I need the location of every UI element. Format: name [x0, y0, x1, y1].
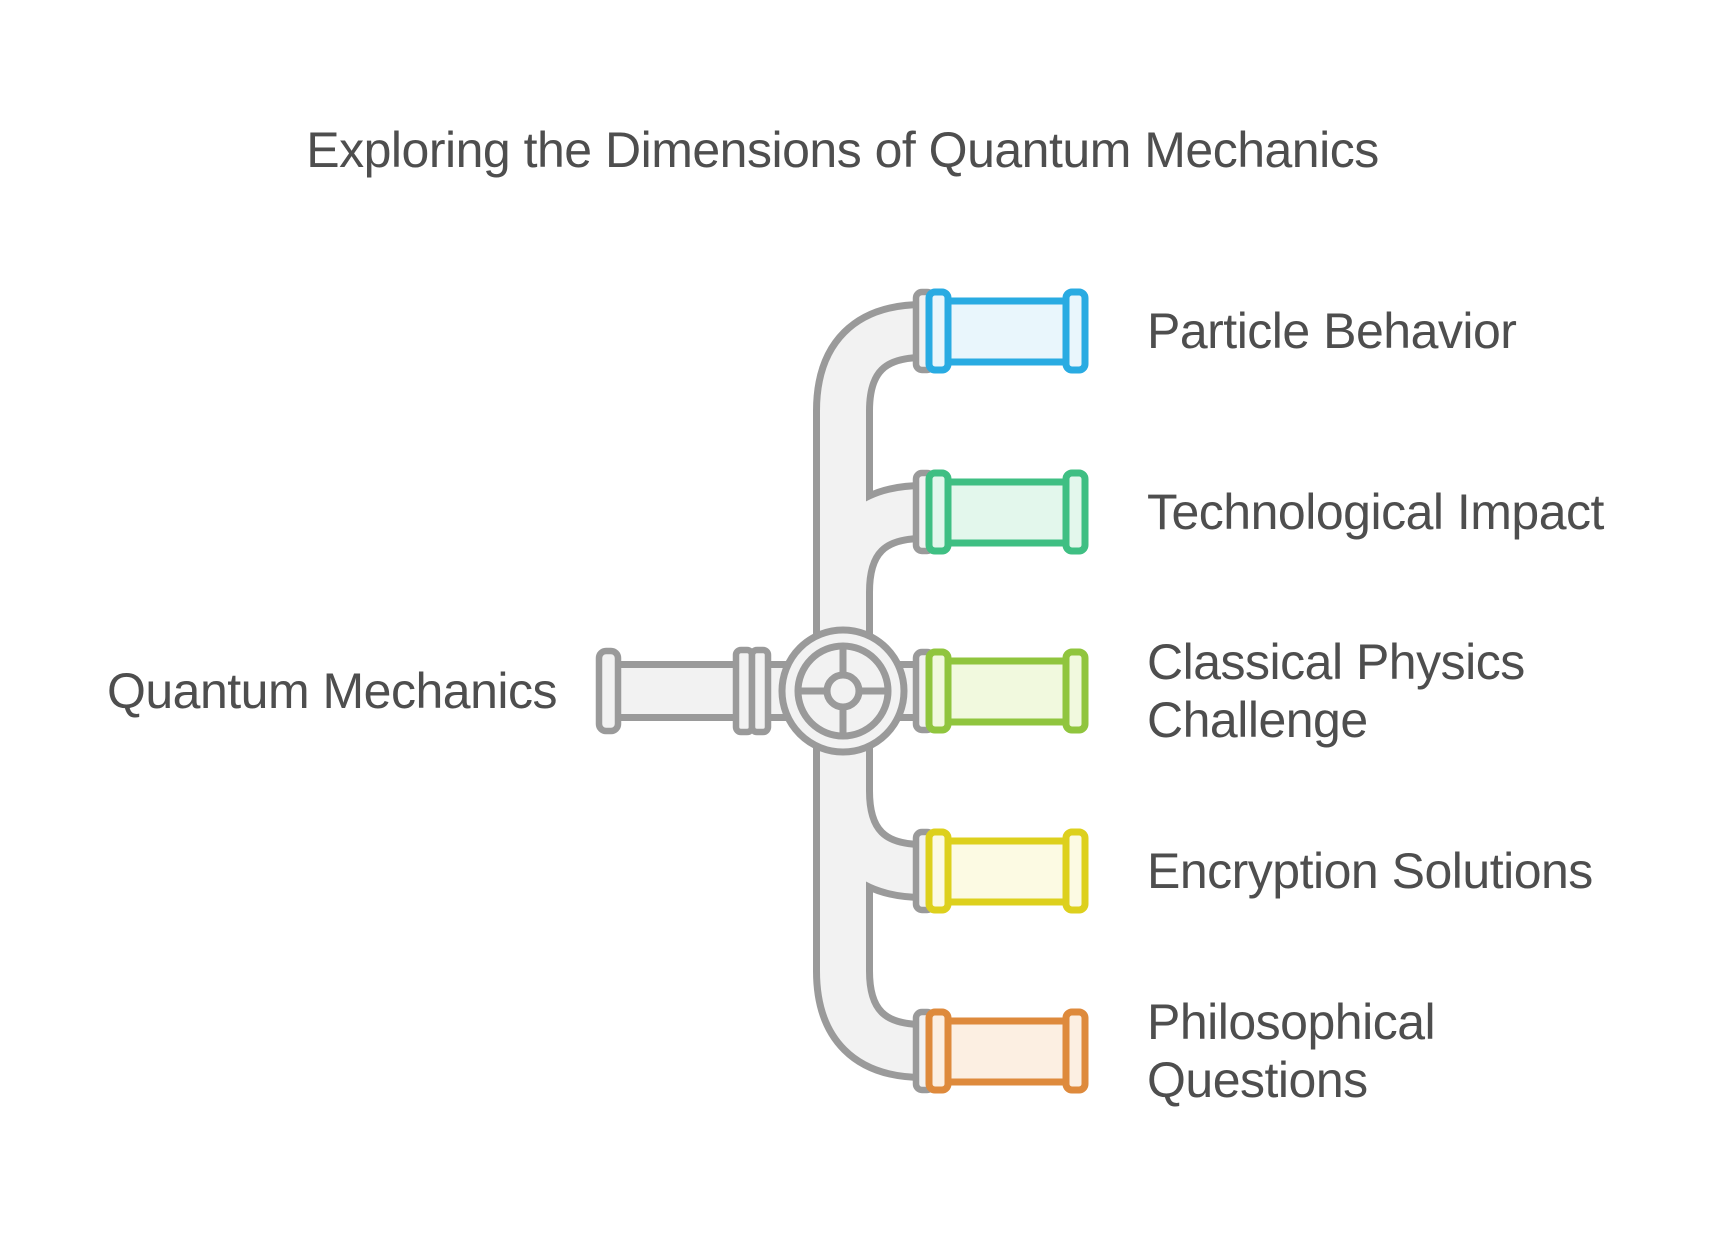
branch-label-line: Particle Behavior — [1147, 303, 1517, 359]
colored-pipe-flange-left — [925, 828, 952, 914]
branch-label-line: Technological Impact — [1147, 484, 1604, 540]
colored-pipe-flange-right — [1062, 469, 1089, 555]
colored-pipe-flange-right — [1062, 1008, 1089, 1094]
colored-pipe-body — [934, 478, 1080, 547]
colored-pipe-body — [934, 297, 1080, 366]
branch-label-line: Classical Physics — [1147, 634, 1525, 690]
valve-wheel-hub — [823, 671, 863, 711]
colored-pipe-encryption-solutions — [925, 828, 1089, 914]
colored-pipe-philosophical-questions — [925, 1008, 1089, 1094]
colored-pipe-body — [934, 657, 1080, 726]
branch-label-line: Challenge — [1147, 692, 1368, 748]
branch-label-classical-physics-challenge: Classical Physics Challenge — [1147, 633, 1525, 749]
branch-label-particle-behavior: Particle Behavior — [1147, 302, 1517, 360]
colored-pipe-body — [934, 1017, 1080, 1086]
colored-pipe-flange-left — [925, 288, 952, 374]
colored-pipe-body — [934, 837, 1080, 906]
root-node-label: Quantum Mechanics — [106, 663, 558, 719]
colored-pipe-flange-right — [1062, 648, 1089, 734]
branch-label-encryption-solutions: Encryption Solutions — [1147, 842, 1593, 900]
branch-label-philosophical-questions: Philosophical Questions — [1147, 993, 1436, 1109]
colored-pipe-flange-left — [925, 469, 952, 555]
main-valve — [778, 626, 908, 756]
branch-label-line: Encryption Solutions — [1147, 843, 1593, 899]
colored-pipe-technological-impact — [925, 469, 1089, 555]
root-pipe-end-cap — [595, 647, 622, 735]
colored-pipe-flange-left — [925, 1008, 952, 1094]
branch-label-technological-impact: Technological Impact — [1147, 483, 1604, 541]
colored-pipe-flange-left — [925, 648, 952, 734]
root-pipe-flange-bar-2 — [748, 646, 772, 736]
diagram-title: Exploring the Dimensions of Quantum Mech… — [306, 122, 1379, 178]
colored-pipe-particle-behavior — [925, 288, 1089, 374]
branch-label-line: Questions — [1147, 1052, 1368, 1108]
branch-label-line: Philosophical — [1147, 994, 1436, 1050]
colored-pipe-flange-right — [1062, 288, 1089, 374]
colored-pipe-classical-physics-challenge — [925, 648, 1089, 734]
colored-pipe-flange-right — [1062, 828, 1089, 914]
